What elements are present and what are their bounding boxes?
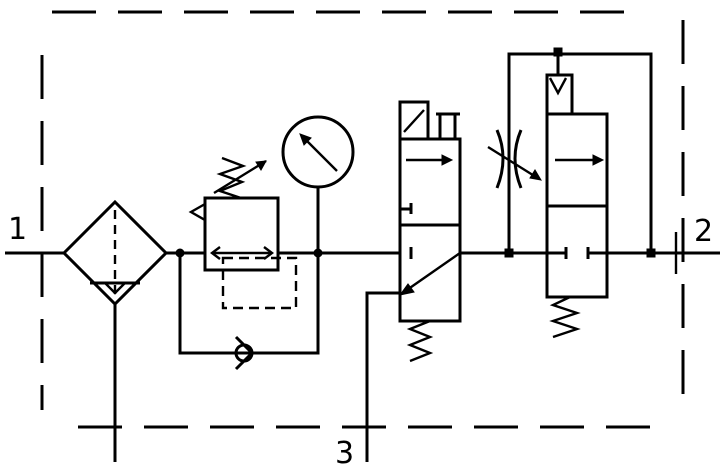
main-supply-line	[5, 232, 720, 274]
solenoid-valve-symbol	[365, 100, 462, 462]
pressure-gauge-symbol	[281, 115, 355, 253]
enclosure-boundary	[40, 10, 685, 429]
port-1-label: 1	[8, 212, 27, 247]
filter-symbol	[61, 199, 169, 462]
port-3-label: 3	[335, 436, 354, 471]
shutoff-valve-symbol	[545, 47, 609, 339]
throttle-valve-symbol	[487, 52, 653, 253]
check-valve-bypass	[178, 253, 320, 371]
pressure-regulator-symbol	[188, 156, 298, 310]
port-2-label: 2	[694, 214, 713, 249]
